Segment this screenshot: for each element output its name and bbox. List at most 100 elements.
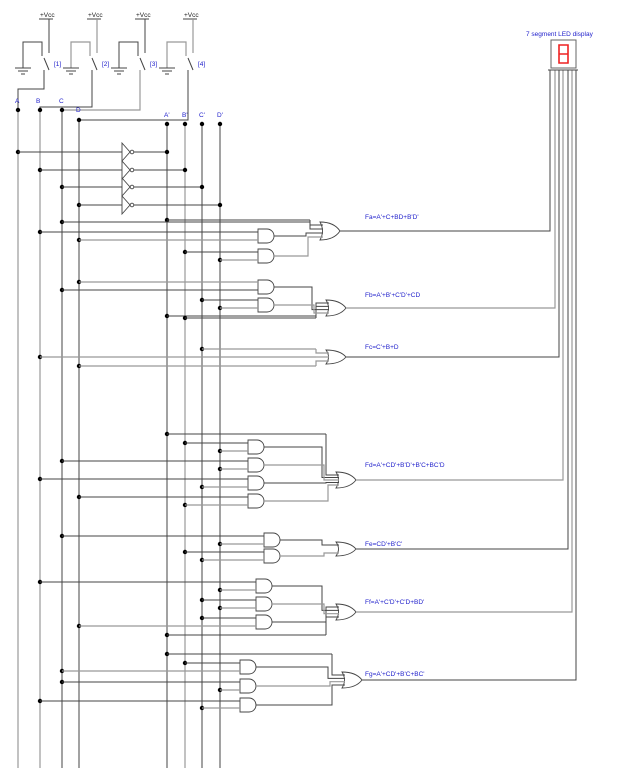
inverter-D xyxy=(76,194,223,216)
inverter-bubble xyxy=(129,202,135,208)
vcc-label: +Vcc xyxy=(40,12,55,19)
output-label-Fd: Fd=A'+CD'+B'D'+B'C+BC'D xyxy=(365,462,445,469)
switch-2-output xyxy=(39,70,93,110)
input-switches: +Vcc[1]+Vcc[2]+Vcc[3]+Vcc[4] xyxy=(15,12,205,121)
or-input-wire xyxy=(331,654,345,676)
output-section-Fg xyxy=(37,651,363,713)
output-section-Fc xyxy=(37,346,347,369)
ground-wire xyxy=(118,41,139,68)
or-input-wire xyxy=(315,305,329,318)
ground-wire xyxy=(22,41,43,68)
vcc-label: +Vcc xyxy=(136,12,151,19)
inverter-triangle xyxy=(121,194,131,216)
junction-dot xyxy=(164,149,170,155)
or-input-wire xyxy=(256,681,345,687)
switch-id: [2] xyxy=(102,61,109,68)
junction-dot xyxy=(199,184,205,190)
output-wire-Fa xyxy=(340,70,551,232)
inverter-A xyxy=(15,141,170,163)
junction-dot xyxy=(182,121,188,127)
and-gate-Ff-2 xyxy=(255,596,273,612)
and-gate-Fd-4 xyxy=(247,493,265,509)
or-input-wire xyxy=(274,236,323,257)
or-input-wire xyxy=(280,539,339,546)
output-label-Ff: Ff=A'+C'D'+C'D+BD' xyxy=(365,599,424,606)
input-label-C: C xyxy=(59,98,64,105)
ground-wire xyxy=(70,41,91,68)
junction-dot xyxy=(15,107,21,113)
switch-4-output xyxy=(79,70,189,121)
vcc-label: +Vcc xyxy=(88,12,103,19)
switch-blade xyxy=(187,57,194,71)
and-gate-Fd-1 xyxy=(247,439,265,455)
inverter-B xyxy=(37,159,188,181)
junction-dot xyxy=(217,202,223,208)
input-label-B: B xyxy=(36,98,40,105)
or-input-wire xyxy=(274,304,329,314)
or-input-wire xyxy=(280,552,339,557)
and-gate-Fg-1 xyxy=(239,659,257,675)
or-input-wire xyxy=(264,484,339,502)
switch-blade xyxy=(139,57,146,71)
input-bus-lines xyxy=(15,107,223,768)
display-title: 7 segment LED display xyxy=(526,31,594,38)
output-wires xyxy=(340,69,578,681)
junction-dot xyxy=(217,121,223,127)
inverter-triangle xyxy=(121,141,131,163)
inverter-triangle xyxy=(121,159,131,181)
output-wire-Fe xyxy=(356,70,569,550)
or-input-wire xyxy=(315,349,329,354)
or-gate-Fg xyxy=(341,671,363,689)
output-label-Fa: Fa=A'+C+BD+B'D' xyxy=(365,214,419,221)
inverter-C xyxy=(59,176,205,198)
or-input-wire xyxy=(325,606,339,635)
switch-blade xyxy=(43,57,50,71)
output-wire-Fg xyxy=(362,70,577,681)
inverter-bubble xyxy=(129,167,135,173)
output-section-Fd xyxy=(37,431,357,509)
and-gate-Ff-3 xyxy=(255,614,273,630)
junction-dot xyxy=(164,121,170,127)
output-wire-Fb xyxy=(346,70,556,309)
or-input-wire xyxy=(325,434,339,476)
output-label-Fg: Fg=A'+CD'+B'C+BC' xyxy=(365,671,425,678)
or-input-wire xyxy=(264,446,339,478)
output-wire-Fd xyxy=(356,70,564,481)
complement-label-Ap: A' xyxy=(164,112,170,119)
junction-dot xyxy=(59,107,65,113)
output-label-Fc: Fc=C'+B+D xyxy=(365,344,399,351)
output-label-Fb: Fb=A'+B'+C'D'+CD xyxy=(365,292,420,299)
or-input-wire xyxy=(272,616,339,623)
and-gate-Fg-2 xyxy=(239,678,257,694)
and-gate-Fd-3 xyxy=(247,475,265,491)
switch-1-output xyxy=(17,70,45,110)
complement-label-Dp: D' xyxy=(217,112,223,119)
switch-id: [4] xyxy=(198,61,205,68)
or-input-wire xyxy=(274,232,323,237)
switch-1: +Vcc[1] xyxy=(15,12,61,75)
or-input-wire xyxy=(309,222,323,230)
and-gate-Fd-2 xyxy=(247,457,265,473)
inverter-bank xyxy=(15,141,223,216)
and-gate-Ff-1 xyxy=(255,578,273,594)
inverter-bubble xyxy=(129,184,135,190)
and-gate-Fa-1 xyxy=(257,228,275,244)
switch-blade xyxy=(91,57,98,71)
complement-label-Cp: C' xyxy=(199,112,205,119)
or-gate-Fe xyxy=(335,541,357,557)
and-gate-Fe-2 xyxy=(263,548,281,564)
and-gate-Fg-3 xyxy=(239,697,257,713)
switch-4: +Vcc[4] xyxy=(159,12,205,75)
or-input-wire xyxy=(274,286,329,311)
output-wire-Fc xyxy=(346,70,560,358)
junction-dot xyxy=(76,117,82,123)
switch-id: [3] xyxy=(150,61,157,68)
and-gate-Fb-2 xyxy=(257,297,275,313)
or-gate-Ff xyxy=(335,603,357,621)
output-wire-Ff xyxy=(356,70,573,613)
inverter-bubble xyxy=(129,149,135,155)
junction-dot xyxy=(182,167,188,173)
switch-3-output xyxy=(62,70,141,111)
